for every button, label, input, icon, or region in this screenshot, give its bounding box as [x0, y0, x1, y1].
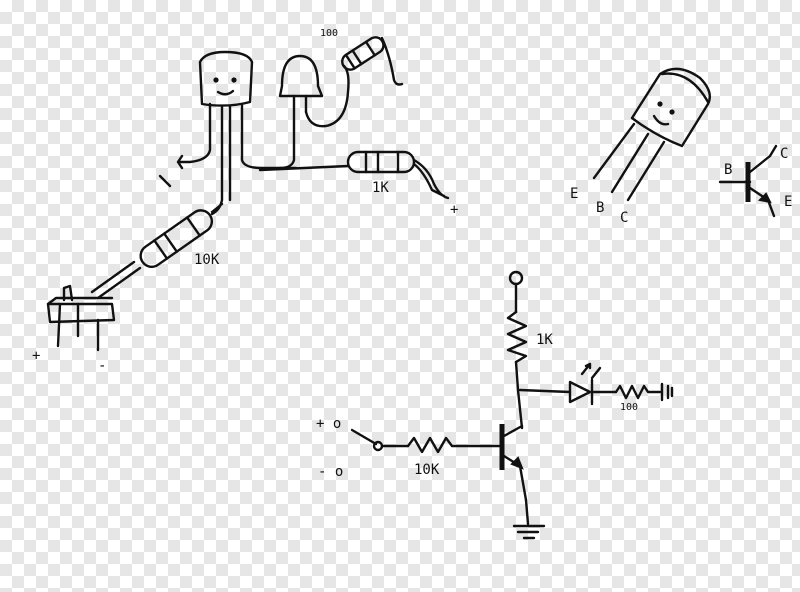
- pin-label-e: E: [570, 186, 578, 202]
- label-input-minus: - o: [318, 464, 343, 480]
- schematic-resistor-10k: [406, 436, 502, 454]
- sketch-resistor-1k: [346, 150, 416, 174]
- transistor-eye-right: [231, 77, 237, 83]
- pinout-transistor-body: [630, 67, 711, 148]
- switch-lever: [350, 428, 378, 446]
- stray-mark: [158, 174, 172, 188]
- label-resistor-1k: 1K: [372, 180, 389, 196]
- pinout-legs: [592, 122, 666, 202]
- schematic-emitter-arrow: [510, 456, 524, 470]
- sketch-resistor-10k: [139, 209, 214, 269]
- led-light-arrows: [580, 362, 602, 380]
- resistor-1k-lead: [412, 158, 450, 200]
- sketch-led-wire: [304, 64, 350, 128]
- schematic-led: [568, 380, 592, 404]
- schematic-transistor-collector: [502, 424, 524, 438]
- wire-ground: [524, 498, 530, 526]
- symbol-emitter-arrow: [757, 192, 772, 204]
- pinout-transistor-top: [660, 72, 710, 104]
- sketch-transistor-leg-2: [210, 104, 232, 216]
- wire-led: [518, 388, 572, 394]
- sketch-transistor-leg-1: [176, 102, 212, 170]
- schematic-resistor-1k: [506, 310, 528, 364]
- label-resistor-100: 100: [320, 28, 338, 39]
- label-switch-plus: +: [32, 348, 40, 364]
- supply-terminal: [508, 270, 524, 286]
- pin-label-b: B: [596, 200, 604, 216]
- label-resistor-10k: 10K: [194, 252, 220, 268]
- label-plus: +: [450, 202, 458, 218]
- npn-transistor-symbol: B C E: [718, 144, 792, 218]
- symbol-collector: [748, 144, 778, 174]
- sketch-led-legs: [278, 94, 308, 170]
- sketch-transistor-body: [198, 50, 254, 107]
- label-schematic-10k: 10K: [414, 462, 440, 478]
- transistor-eye-left: [213, 77, 219, 83]
- symbol-label-b: B: [724, 162, 732, 178]
- schematic-ground-small: [660, 382, 674, 402]
- symbol-label-e: E: [784, 194, 792, 210]
- symbol-label-c: C: [780, 146, 788, 162]
- resistor-10k-lead-bottom: [90, 260, 142, 300]
- schematic: 1K 100 + o - o 10K: [316, 270, 674, 540]
- wire-to-1k: [258, 164, 350, 172]
- sketch-transistor-leg-3: [240, 102, 298, 170]
- pinout-eye-left: [657, 101, 663, 107]
- label-input-plus: + o: [316, 416, 341, 432]
- sketch-led: [278, 54, 324, 98]
- transistor-smile: [216, 89, 235, 96]
- pinout-smile: [652, 114, 670, 126]
- schematic-resistor-100: [614, 384, 662, 400]
- label-schematic-100: 100: [620, 402, 638, 413]
- pinout-eye-right: [669, 109, 675, 115]
- resistor-100-lead-a: [380, 36, 404, 86]
- label-schematic-1k: 1K: [536, 332, 553, 348]
- ground-symbol: [512, 524, 546, 540]
- wire-collector: [514, 360, 524, 430]
- transistor-pinout-sketch: E B C: [570, 67, 711, 226]
- sketch-resistor-100: [341, 36, 385, 71]
- label-switch-minus: -: [98, 358, 106, 374]
- resistor-10k-lead-top: [210, 202, 224, 214]
- pin-label-c: C: [620, 210, 628, 226]
- breadboard-sketch: 100 1K + 10K + -: [32, 28, 458, 374]
- sketch-switch: [46, 284, 116, 352]
